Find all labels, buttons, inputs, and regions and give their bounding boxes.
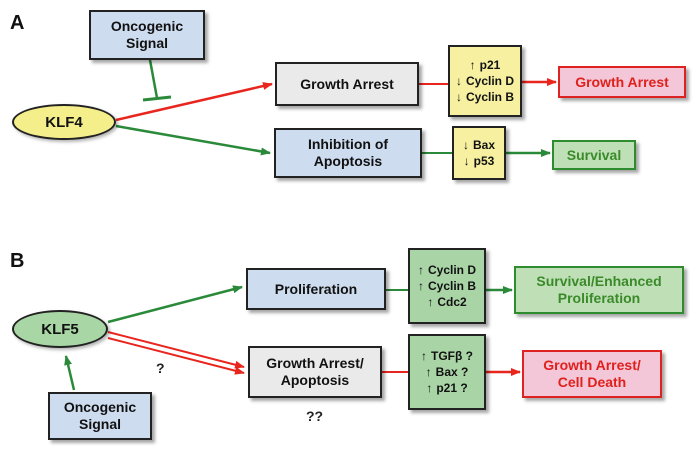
gene-label: Bax <box>472 138 495 152</box>
gene-row: ↑p21 ? <box>426 380 467 396</box>
klf4-label: KLF4 <box>45 113 83 131</box>
arrow-oncogenic-klf5 <box>64 355 76 391</box>
down-arrow-icon: ↓ <box>463 154 470 168</box>
oncogenic-line-2: Signal <box>125 35 168 51</box>
gene-row: ↓Bax <box>463 137 495 153</box>
down-arrow-icon: ↓ <box>455 74 462 88</box>
outcome-survival-a: Survival <box>552 140 636 170</box>
gene-label: Cyclin D <box>465 74 514 88</box>
oncogenic-signal-box-b: Oncogenic Signal <box>48 392 152 440</box>
klf5-oval: KLF5 <box>12 310 108 348</box>
up-arrow-icon: ↑ <box>469 58 476 72</box>
double-question-label: ?? <box>306 408 324 424</box>
panel-b-letter: B <box>10 250 25 272</box>
gene-row: ↑Bax ? <box>426 364 469 380</box>
gene-label: Cyclin D <box>427 263 476 277</box>
gene-row: ↓p53 <box>464 153 495 169</box>
up-arrow-icon: ↑ <box>426 381 433 395</box>
gene-row: ↑Cyclin D <box>418 262 476 278</box>
gene-box-b2: ↑TGFβ ? ↑Bax ? ↑p21 ? <box>408 334 486 410</box>
outcome-green-line-2: Proliferation <box>557 290 641 306</box>
up-arrow-icon: ↑ <box>421 349 427 363</box>
outcome-red-line-2: Cell Death <box>557 374 627 390</box>
arrow-klf4-growth-arrest <box>115 82 273 122</box>
inhibition-line-2: Apoptosis <box>313 153 383 169</box>
growth-arrest-apoptosis-box: Growth Arrest/ Apoptosis <box>248 346 382 398</box>
oncogenic-signal-box-a: Oncogenic Signal <box>89 10 205 60</box>
growth-arrest-line-1: Growth Arrest/ <box>266 355 364 371</box>
gene-box-a2: ↓Bax ↓p53 <box>452 126 506 180</box>
inhibit-bar-a <box>142 95 172 102</box>
gene-row: ↓Cyclin D <box>456 73 514 89</box>
inhibition-apoptosis-box: Inhibition of Apoptosis <box>274 128 422 178</box>
outcome-green-label-a: Survival <box>566 146 622 163</box>
gene-row: ↑Cyclin B <box>418 278 476 294</box>
gene-box-b1: ↑Cyclin D ↑Cyclin B ↑Cdc2 <box>408 248 486 324</box>
gene-row: ↑Cdc2 <box>427 294 466 310</box>
inhibit-line-a <box>148 59 159 99</box>
outcome-green-line-1: Survival/Enhanced <box>536 273 662 289</box>
down-arrow-icon: ↓ <box>462 138 469 152</box>
gene-label: Cdc2 <box>437 295 467 309</box>
oncogenic-line-1: Oncogenic <box>110 18 184 34</box>
up-arrow-icon: ↑ <box>417 263 424 277</box>
klf4-oval: KLF4 <box>12 104 116 140</box>
gene-row: ↑ TGFβ ? <box>421 348 473 364</box>
gene-label: p21 <box>479 58 501 72</box>
growth-arrest-label-a: Growth Arrest <box>300 75 394 92</box>
growth-arrest-box-a: Growth Arrest <box>275 62 419 106</box>
gene-row: ↓Cyclin B <box>456 89 514 105</box>
gene-label: Cyclin B <box>465 90 514 104</box>
arrow-klf4-inhibition <box>115 124 271 156</box>
klf5-label: KLF5 <box>41 320 79 338</box>
double-arrow-bottom <box>107 337 245 375</box>
gene-label: TGFβ ? <box>431 349 473 363</box>
outcome-red-label-a: Growth Arrest <box>575 73 669 90</box>
proliferation-label: Proliferation <box>274 280 358 297</box>
gene-label: p53 <box>473 154 495 168</box>
outcome-red-line-1: Growth Arrest/ <box>543 357 641 373</box>
up-arrow-icon: ↑ <box>427 295 434 309</box>
oncogenic-line-2: Signal <box>78 416 121 432</box>
outcome-growth-arrest-death-b: Growth Arrest/ Cell Death <box>522 350 662 398</box>
outcome-growth-arrest-a: Growth Arrest <box>558 66 686 98</box>
double-arrow-top <box>107 331 245 369</box>
down-arrow-icon: ↓ <box>455 90 462 104</box>
arrow-klf5-proliferation <box>107 285 243 324</box>
gene-row: ↑p21 <box>470 57 501 73</box>
outcome-survival-proliferation-b: Survival/Enhanced Proliferation <box>514 266 684 314</box>
up-arrow-icon: ↑ <box>417 279 424 293</box>
gene-label: Bax ? <box>435 365 469 379</box>
proliferation-box: Proliferation <box>246 268 386 310</box>
gene-box-a1: ↑p21 ↓Cyclin D ↓Cyclin B <box>448 45 522 117</box>
inhibition-line-1: Inhibition of <box>307 136 389 152</box>
growth-arrest-line-2: Apoptosis <box>280 372 350 388</box>
oncogenic-line-1: Oncogenic <box>63 399 137 415</box>
question-mark-label: ? <box>156 360 165 376</box>
gene-label: Cyclin B <box>427 279 476 293</box>
panel-a-letter: A <box>10 12 25 34</box>
up-arrow-icon: ↑ <box>425 365 432 379</box>
gene-label: p21 ? <box>436 381 468 395</box>
